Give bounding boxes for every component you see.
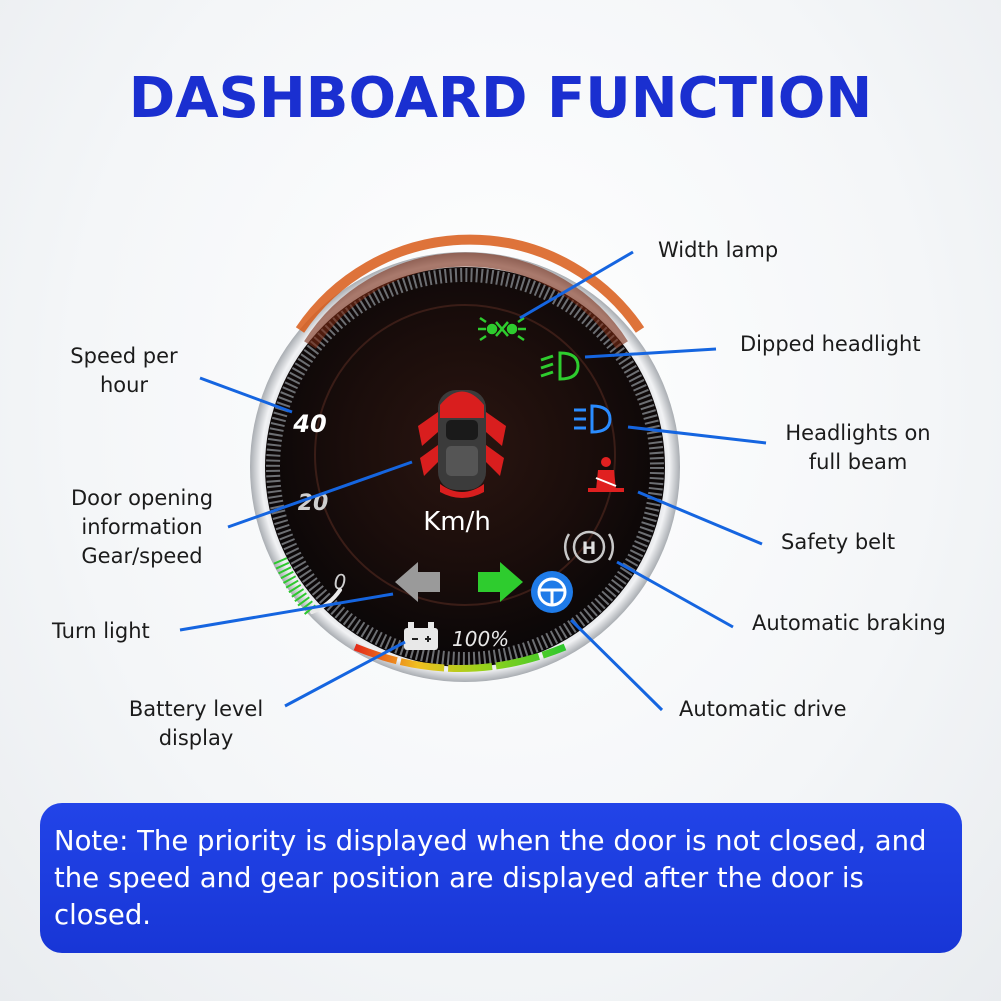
speed-tick-20: 20 xyxy=(298,491,329,516)
width-lamp-icon xyxy=(478,316,526,342)
label-battery-line2: display xyxy=(158,726,234,750)
left-arrow-icon xyxy=(395,562,440,602)
parking-brake-letter: H xyxy=(582,539,596,559)
speed-needle xyxy=(310,588,342,614)
label-speed: Speed per hour xyxy=(56,342,192,400)
note-box: Note: The priority is displayed when the… xyxy=(40,803,962,953)
label-automatic-drive: Automatic drive xyxy=(679,697,847,721)
seatbelt-icon xyxy=(588,457,624,492)
label-door-line2: information xyxy=(81,515,203,539)
speed-unit: Km/h xyxy=(423,507,491,537)
callout-battery xyxy=(284,640,406,708)
label-door-line3: Gear/speed xyxy=(81,544,203,568)
gauge-orange-arc xyxy=(295,234,645,333)
label-automatic-braking: Automatic braking xyxy=(752,611,946,635)
label-door: Door opening information Gear/speed xyxy=(56,484,228,571)
dipped-headlight-icon xyxy=(540,351,580,381)
label-speed-line1: Speed per xyxy=(70,344,178,368)
label-width-lamp: Width lamp xyxy=(658,238,779,262)
battery-percent: 100% xyxy=(452,627,509,651)
label-full-beam-line2: full beam xyxy=(808,450,908,474)
callout-door xyxy=(227,460,413,529)
speed-tick-40: 40 xyxy=(292,410,326,438)
page-title: DASHBOARD FUNCTION xyxy=(128,66,873,131)
gauge-inner-glow xyxy=(304,252,628,349)
gauge-inner-ring xyxy=(314,304,616,606)
label-turn-light: Turn light xyxy=(52,619,150,643)
callout-full-beam xyxy=(627,425,767,445)
callout-dipped-headlight xyxy=(584,347,717,359)
callout-turn-light xyxy=(179,592,394,632)
battery-icon xyxy=(404,622,438,650)
label-door-line1: Door opening xyxy=(70,486,214,510)
label-full-beam: Headlights on full beam xyxy=(768,419,948,477)
label-battery: Battery level display xyxy=(115,695,277,753)
label-safety-belt: Safety belt xyxy=(781,530,896,554)
callout-speed xyxy=(199,376,293,414)
parking-brake-icon: H xyxy=(564,530,614,564)
speed-tick-0: 0 xyxy=(334,570,347,594)
car-top-view-icon xyxy=(418,390,506,498)
label-full-beam-line1: Headlights on xyxy=(785,421,931,445)
gauge-tick-ring xyxy=(266,268,664,666)
label-speed-line2: hour xyxy=(99,373,149,397)
callout-width-lamp xyxy=(519,250,634,320)
label-dipped-headlight: Dipped headlight xyxy=(740,332,921,356)
note-text: Note: The priority is displayed when the… xyxy=(54,825,927,931)
label-battery-line1: Battery level xyxy=(128,697,264,721)
callout-parking-brake xyxy=(616,560,734,629)
full-beam-icon xyxy=(574,404,612,434)
steering-wheel-icon xyxy=(531,571,573,613)
callout-lines xyxy=(179,250,767,712)
callout-steering-wheel xyxy=(569,618,664,712)
right-arrow-icon xyxy=(478,562,523,602)
callout-seatbelt xyxy=(637,490,763,546)
